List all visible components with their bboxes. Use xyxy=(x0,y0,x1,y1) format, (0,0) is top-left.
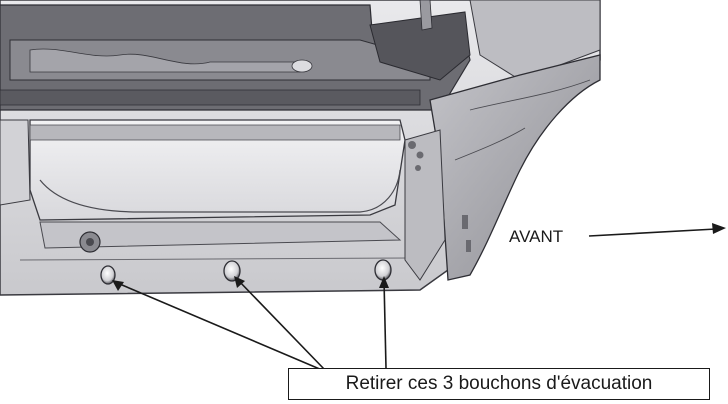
leader-line xyxy=(236,278,326,371)
instruction-text: Retirer ces 3 bouchons d'évacuation xyxy=(345,373,653,394)
floor-tray xyxy=(29,119,406,221)
leader-line xyxy=(114,281,323,371)
drain-plug xyxy=(100,265,116,285)
instruction-callout: Retirer ces 3 bouchons d'évacuation xyxy=(288,368,710,400)
leader-line xyxy=(383,279,387,369)
arrow-head-icon xyxy=(712,223,726,234)
direction-arrow xyxy=(588,228,717,237)
drain-plug xyxy=(223,260,241,282)
wheel-arch xyxy=(429,54,601,281)
direction-label: AVANT xyxy=(509,227,564,246)
drain-plug xyxy=(374,259,392,281)
